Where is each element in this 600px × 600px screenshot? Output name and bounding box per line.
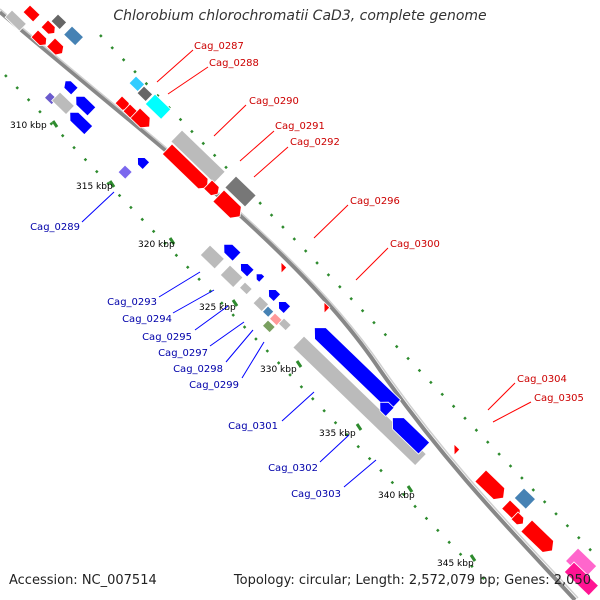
gene-feature[interactable] [129, 107, 154, 132]
gene-feature[interactable] [50, 13, 68, 31]
gene-feature[interactable] [238, 281, 253, 296]
gene-feature[interactable] [261, 305, 275, 318]
gene-label[interactable]: Cag_0290 [249, 96, 299, 107]
ruler-label: 340 kbp [378, 491, 415, 501]
reverse-gene-labels: Cag_0289 Cag_0293 Cag_0294 Cag_0295 Cag_… [30, 222, 341, 500]
gene-label[interactable]: Cag_0299 [189, 380, 239, 391]
gene-feature[interactable] [261, 319, 276, 334]
gene-feature[interactable] [224, 175, 257, 208]
gene-feature[interactable] [199, 244, 225, 270]
ruler-label: 325 kbp [199, 303, 236, 313]
gene-label[interactable]: Cag_0289 [30, 222, 80, 233]
gene-feature[interactable] [275, 261, 288, 275]
gene-feature[interactable] [117, 164, 133, 180]
tick-guides [4, 34, 600, 581]
gene-feature[interactable] [63, 25, 85, 47]
gene-feature[interactable] [40, 19, 58, 37]
gene-label[interactable]: Cag_0293 [107, 297, 157, 308]
topology-text: Topology: circular; Length: 2,572,079 bp… [233, 573, 591, 588]
gene-label[interactable]: Cag_0302 [268, 463, 318, 474]
gene-label[interactable]: Cag_0297 [158, 348, 208, 359]
ruler-label: 310 kbp [10, 121, 47, 131]
gene-label[interactable]: Cag_0292 [290, 137, 340, 148]
gene-feature[interactable] [66, 108, 94, 136]
gene-label[interactable]: Cag_0305 [534, 393, 584, 404]
ruler-label: 315 kbp [76, 182, 113, 192]
accession-text: Accession: NC_007514 [9, 573, 157, 588]
gene-feature[interactable] [203, 179, 222, 198]
gene-feature[interactable] [376, 398, 395, 417]
gene-feature[interactable] [520, 519, 558, 557]
gene-feature[interactable] [170, 129, 226, 184]
gene-feature[interactable] [61, 78, 79, 96]
gene-label[interactable]: Cag_0296 [350, 196, 400, 207]
gene-feature[interactable] [144, 93, 172, 120]
forward-leader-lines [156, 49, 532, 423]
gene-label[interactable]: Cag_0303 [291, 489, 341, 500]
gene-features [4, 4, 600, 597]
gene-label[interactable]: Cag_0288 [209, 58, 259, 69]
gene-feature[interactable] [474, 469, 509, 504]
gene-feature[interactable] [161, 143, 212, 193]
gene-feature[interactable] [513, 487, 537, 510]
gene-feature[interactable] [51, 91, 75, 116]
gene-feature[interactable] [134, 154, 151, 171]
ruler-major-ticks [51, 120, 477, 562]
ruler-labels: 310 kbp 315 kbp 320 kbp 325 kbp 330 kbp … [10, 121, 474, 569]
gene-feature[interactable] [220, 240, 242, 262]
ruler-label: 345 kbp [437, 559, 474, 569]
gene-label[interactable]: Cag_0301 [228, 421, 278, 432]
gene-label[interactable]: Cag_0304 [517, 374, 567, 385]
gene-feature[interactable] [30, 29, 49, 48]
gene-label[interactable]: Cag_0287 [194, 41, 244, 52]
gene-feature[interactable] [212, 189, 246, 222]
gene-feature[interactable] [277, 317, 292, 332]
gene-feature[interactable] [265, 286, 282, 303]
gene-feature[interactable] [4, 9, 27, 32]
gene-feature[interactable] [292, 335, 427, 467]
gene-feature[interactable] [448, 443, 461, 457]
gene-label[interactable]: Cag_0291 [275, 121, 325, 132]
ruler-label: 335 kbp [319, 429, 356, 439]
gene-feature[interactable] [510, 511, 527, 528]
gene-feature[interactable] [128, 75, 146, 93]
genome-title: Chlorobium chlorochromatii CaD3, complet… [113, 8, 487, 24]
gene-feature[interactable] [318, 301, 331, 315]
gene-feature[interactable] [237, 260, 255, 278]
gene-feature[interactable] [563, 561, 600, 597]
gene-label[interactable]: Cag_0300 [390, 239, 440, 250]
gene-feature[interactable] [252, 295, 270, 313]
gene-label[interactable]: Cag_0295 [142, 332, 192, 343]
forward-gene-labels: Cag_0287 Cag_0288 Cag_0290 Cag_0291 Cag_… [194, 41, 584, 404]
reverse-leader-lines [81, 191, 377, 488]
gene-label[interactable]: Cag_0298 [173, 364, 223, 375]
gene-feature[interactable] [72, 92, 97, 117]
gene-label[interactable]: Cag_0294 [122, 314, 172, 325]
gene-feature[interactable] [275, 298, 292, 315]
ruler-label: 330 kbp [260, 365, 297, 375]
backbone [0, 10, 577, 600]
gene-feature[interactable] [22, 4, 41, 23]
gene-feature[interactable] [46, 37, 67, 58]
gene-feature[interactable] [219, 264, 244, 289]
ruler-label: 320 kbp [138, 240, 175, 250]
gene-feature[interactable] [136, 85, 154, 103]
gene-feature[interactable] [253, 271, 266, 283]
gene-feature[interactable] [387, 412, 431, 455]
gene-feature[interactable] [309, 322, 402, 412]
